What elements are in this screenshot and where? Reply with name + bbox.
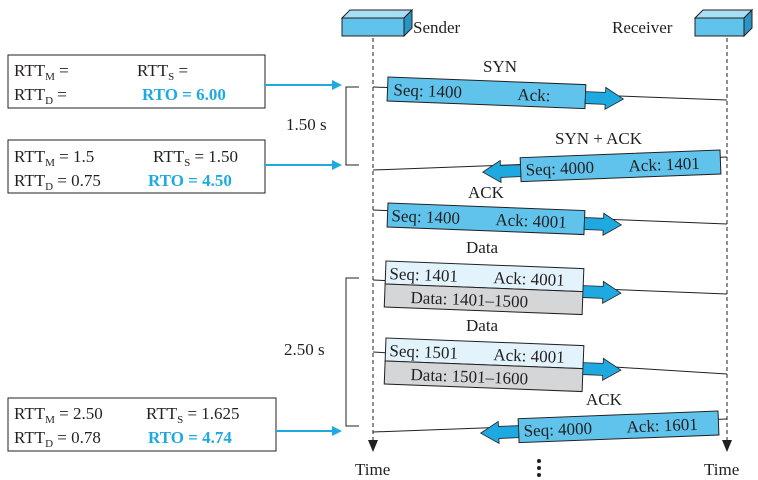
ack1-title: ACK <box>468 183 505 202</box>
syn-ack: Ack: <box>517 85 551 105</box>
interval-bracket-1 <box>345 86 359 166</box>
receiver-time-label: Time <box>704 460 739 479</box>
rtt-box-2-rttm: RTTM = 1.5 <box>14 147 94 169</box>
ack2-seq: Seq: 4000 <box>523 419 592 441</box>
data1-seq: Seq: 1401 <box>389 264 458 286</box>
data2-range: Data: 1501–1600 <box>410 365 528 388</box>
data1-range: Data: 1401–1500 <box>410 288 528 311</box>
syn-title: SYN <box>483 57 517 76</box>
receiver-label: Receiver <box>612 18 673 37</box>
interval-label-1: 1.50 s <box>286 115 327 134</box>
rtt-box-2-rtts: RTTS = 1.50 <box>153 147 238 169</box>
rtt-box-2-rto: RTO = 4.50 <box>148 171 232 190</box>
rtt-box-2: RTTM = 1.5 RTTS = 1.50 RTTD = 0.75 RTO =… <box>7 139 266 194</box>
ack1-ack: Ack: 4001 <box>495 210 567 232</box>
data2-seq: Seq: 1501 <box>389 341 458 363</box>
synack-ack: Ack: 1401 <box>628 154 700 176</box>
data1-ack: Ack: 4001 <box>493 268 565 290</box>
sender-host-icon <box>340 8 414 38</box>
rtt-box-3: RTTM = 2.50 RTTS = 1.625 RTTD = 0.78 RTO… <box>7 397 277 452</box>
syn-seq: Seq: 1400 <box>393 80 462 102</box>
sender-label: Sender <box>413 18 461 37</box>
rtt-box-1-rttm: RTTM = <box>14 61 69 83</box>
data1-title: Data <box>466 238 499 257</box>
synack-packet: Seq: 4000 Ack: 1401 <box>481 149 722 184</box>
rtt-box-3-rttm: RTTM = 2.50 <box>14 404 103 426</box>
data1-packet: Seq: 1401 Ack: 4001 Data: 1401–1500 <box>383 260 622 316</box>
rtt-box-1: RTTM = RTTS = RTTD = RTO = 6.00 <box>7 54 266 109</box>
receiver-time-arrow <box>722 440 732 452</box>
synack-seq: Seq: 4000 <box>525 158 594 180</box>
rtt-box-3-rtts: RTTS = 1.625 <box>146 404 240 426</box>
rtt-box-2-rttd: RTTD = 0.75 <box>14 171 101 193</box>
rtt-box-1-rtts: RTTS = <box>137 61 188 83</box>
ack2-packet: Seq: 4000 Ack: 1601 <box>479 410 720 445</box>
rtt-box-1-rttd: RTTD = <box>14 85 67 107</box>
data2-ack: Ack: 4001 <box>493 345 565 367</box>
continuation-dots <box>537 459 541 477</box>
ack2-ack: Ack: 1601 <box>626 415 698 437</box>
data2-title: Data <box>466 316 499 335</box>
rtt-box-3-rto: RTO = 4.74 <box>148 428 232 447</box>
rtt-box-3-rttd: RTTD = 0.78 <box>14 428 101 450</box>
ack2-title: ACK <box>586 390 623 409</box>
receiver-host-icon <box>693 8 754 38</box>
data2-packet: Seq: 1501 Ack: 4001 Data: 1501–1600 <box>383 337 622 393</box>
interval-bracket-2 <box>345 277 359 427</box>
rtt-box-1-rto: RTO = 6.00 <box>142 85 226 104</box>
synack-title: SYN + ACK <box>555 129 643 148</box>
ack1-packet: Seq: 1400 Ack: 4001 <box>386 202 623 236</box>
sender-time-label: Time <box>355 460 390 479</box>
syn-packet: Seq: 1400 Ack: <box>386 76 625 111</box>
interval-label-2: 2.50 s <box>284 340 325 359</box>
ack1-seq: Seq: 1400 <box>391 206 460 228</box>
sender-time-arrow <box>368 440 378 452</box>
